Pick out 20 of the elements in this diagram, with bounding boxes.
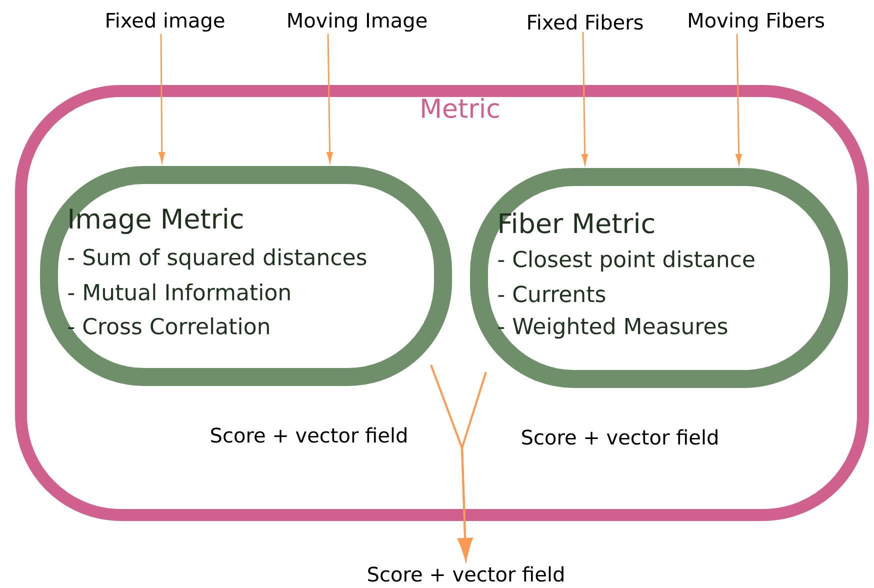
metric-frame: [15, 85, 869, 521]
arrow: [582, 32, 588, 164]
list-item: - Closest point distance: [498, 250, 754, 272]
arrow: [326, 34, 333, 162]
input-label: Fixed Fibers: [528, 14, 643, 30]
box-heading: Image Metric: [70, 208, 243, 234]
input-label: Moving Fibers: [689, 12, 824, 32]
list-item: - Sum of squared distances: [68, 248, 366, 270]
arrow: [736, 34, 742, 164]
frame-title: Metric: [422, 98, 499, 118]
output-label: Score + vector field: [211, 427, 406, 443]
list-item: - Currents: [498, 286, 606, 302]
list-item: - Mutual Information: [68, 283, 290, 300]
input-label: Fixed image: [106, 12, 224, 32]
input-label: Score + vector field: [368, 566, 564, 582]
arrow: [158, 34, 166, 162]
input-label: Moving Image: [288, 12, 427, 32]
metric-box: [40, 166, 452, 386]
output-label: Score + vector field: [522, 429, 718, 445]
metric-box: [470, 168, 848, 388]
